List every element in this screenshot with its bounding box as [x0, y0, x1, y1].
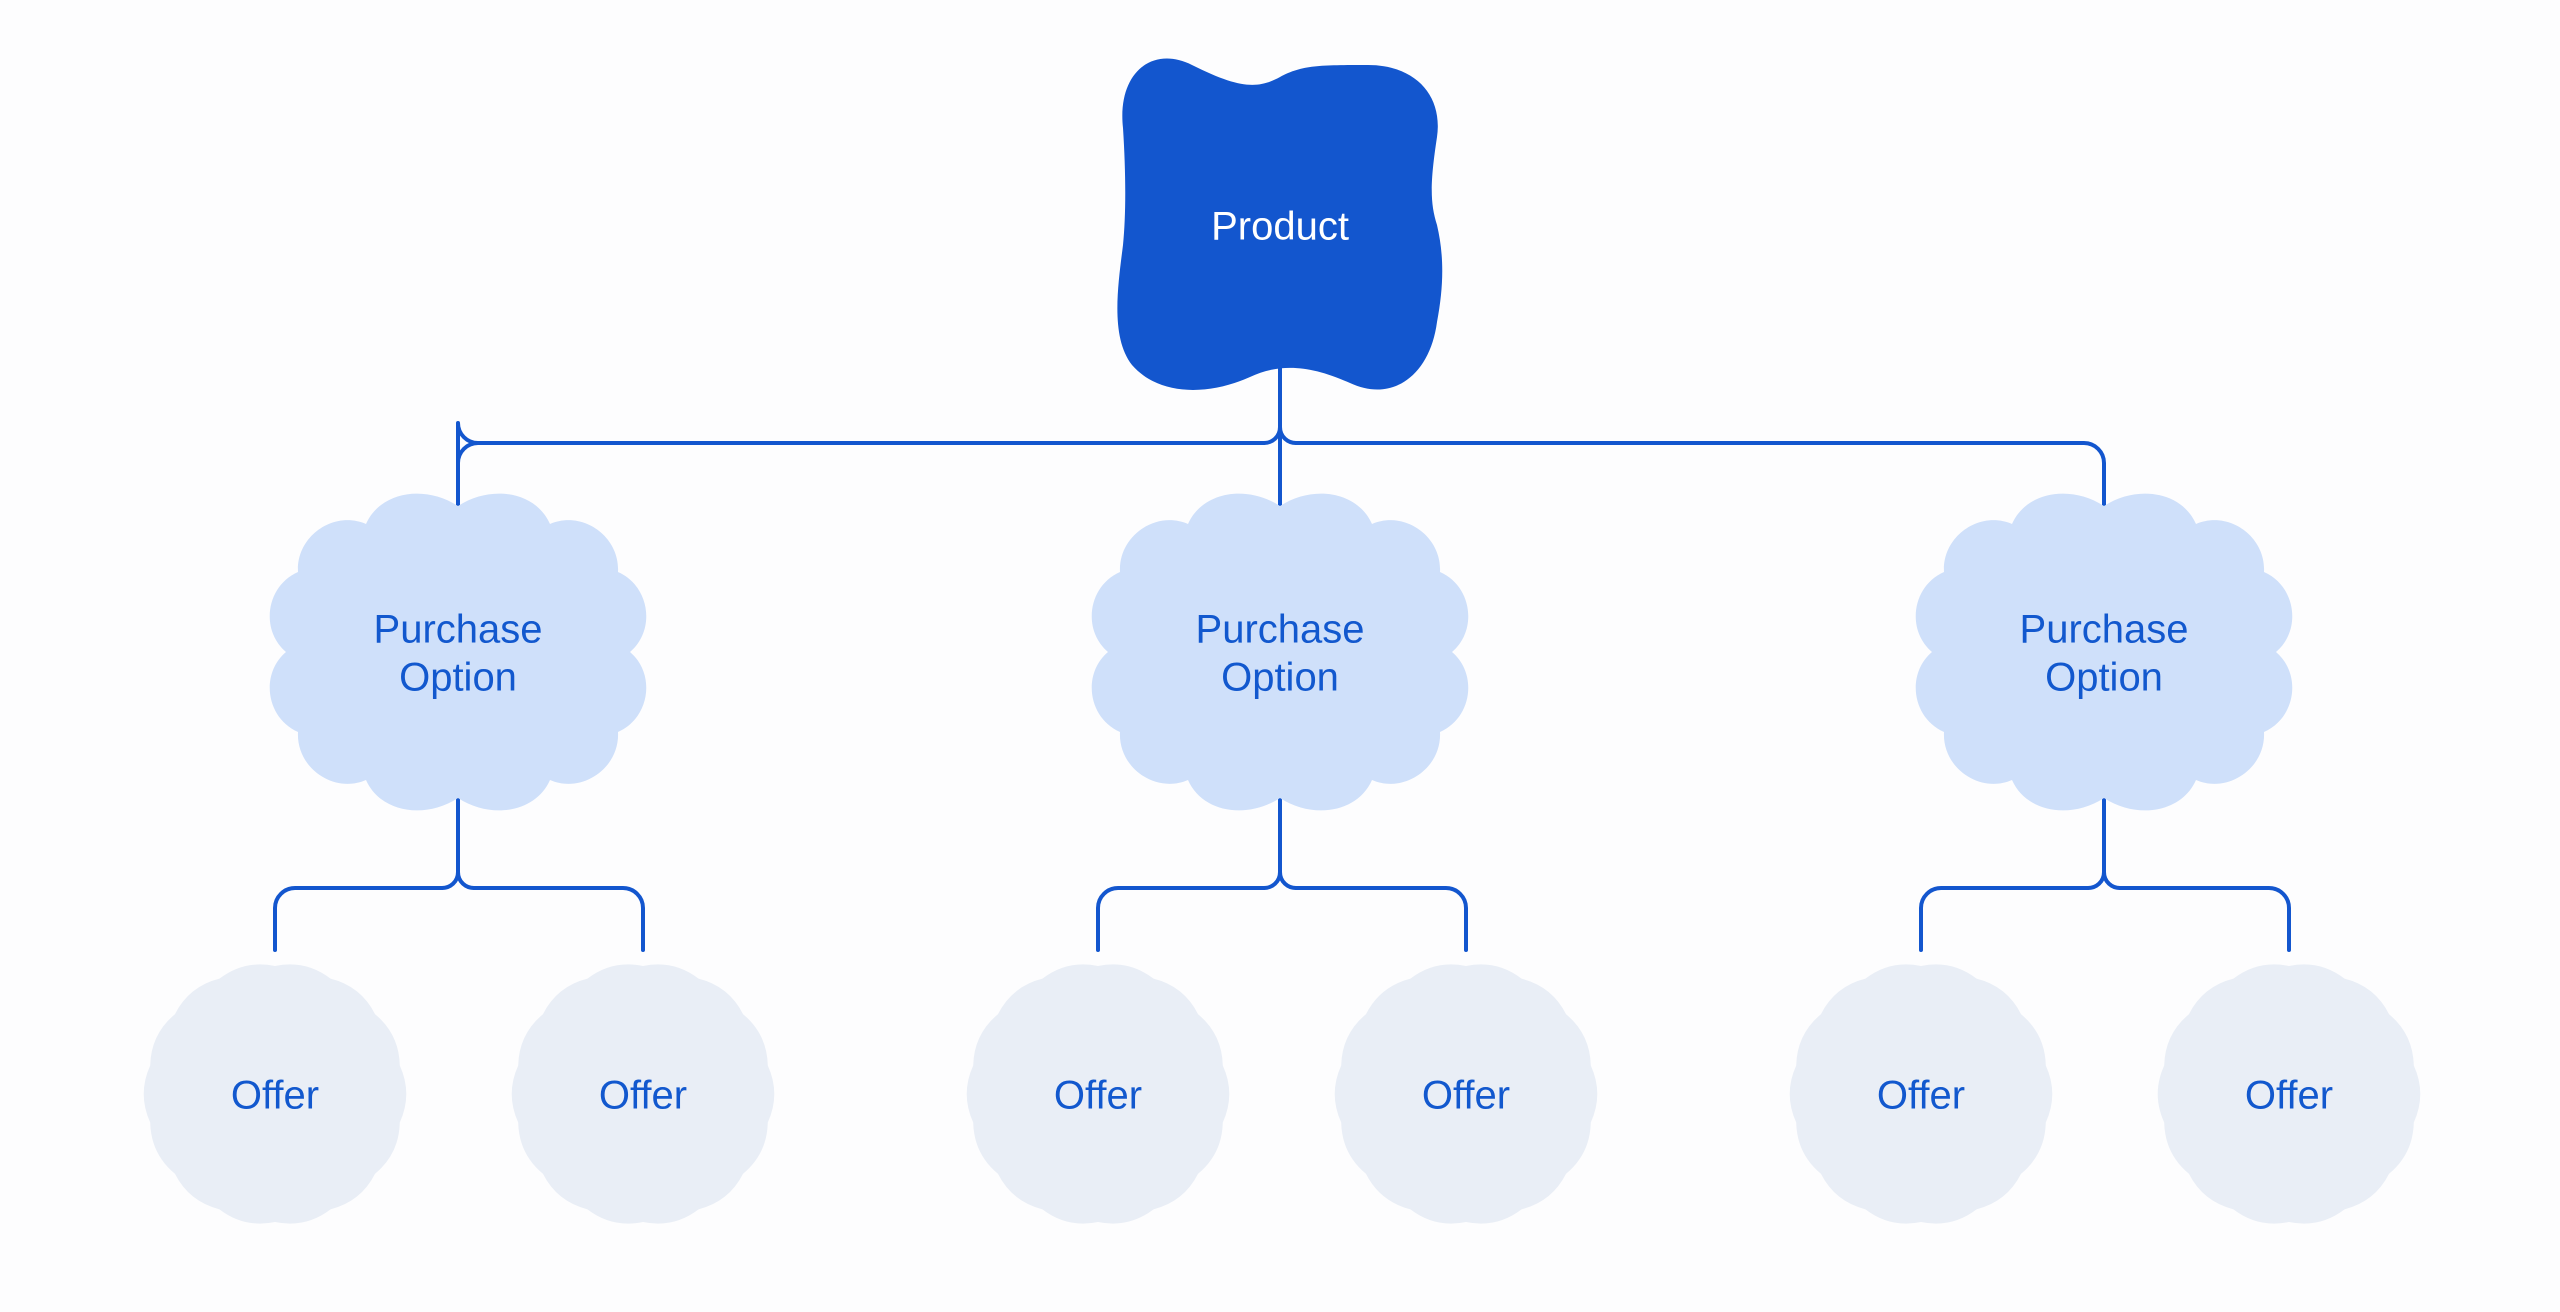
- edge-bus-right: [1278, 425, 1298, 445]
- node-offer-6[interactable]: Offer: [2157, 964, 2421, 1224]
- edge-po3-junction-right: [2102, 870, 2122, 890]
- node-purchase-option-1[interactable]: Purchase Option: [269, 493, 647, 811]
- connector-group-level1: [456, 338, 2106, 510]
- edge-po2-junction-right: [1278, 870, 1298, 890]
- edge-po2-offer3: [1096, 886, 1266, 952]
- offer-blob-shape: [966, 964, 1230, 1224]
- offer-label: Offer: [231, 1074, 319, 1118]
- offer-blob-shape: [1334, 964, 1598, 1224]
- edge-po1-junction-right: [456, 870, 476, 890]
- purchase-option-label-line1: Purchase: [374, 608, 543, 652]
- offer-blob-shape: [511, 964, 775, 1224]
- offer-node-layer: Offer Offer Offer Offer Offer Offer: [143, 964, 2421, 1224]
- purchase-option-blob-shape: [1915, 493, 2293, 811]
- node-purchase-option-2[interactable]: Purchase Option: [1091, 493, 1469, 811]
- offer-label: Offer: [1877, 1074, 1965, 1118]
- edge-po1-offer2: [472, 886, 645, 952]
- edge-bus-left: [1262, 425, 1282, 445]
- edge-po2-offer4: [1294, 886, 1468, 952]
- product-blob-shape: [1117, 58, 1443, 390]
- offer-blob-shape: [2157, 964, 2421, 1224]
- edge-bus-left-elbow: [456, 441, 1266, 510]
- purchase-option-blob-shape: [269, 493, 647, 811]
- edge-po3-offer5: [1919, 886, 2090, 952]
- purchase-option-label-line2: Option: [2045, 656, 2163, 700]
- purchase-option-label-line2: Option: [399, 656, 517, 700]
- edge-po2-junction-left: [1262, 870, 1282, 890]
- node-offer-1[interactable]: Offer: [143, 964, 407, 1224]
- purchase-option-label-line2: Option: [1221, 656, 1339, 700]
- connector-group-level2-b: [1096, 798, 1468, 952]
- offer-blob-shape: [1789, 964, 2053, 1224]
- node-offer-5[interactable]: Offer: [1789, 964, 2053, 1224]
- offer-label: Offer: [599, 1074, 687, 1118]
- edge-bus-right-elbow: [1294, 441, 2106, 510]
- node-purchase-option-3[interactable]: Purchase Option: [1915, 493, 2293, 811]
- connector-group-level2-c: [1919, 798, 2291, 952]
- connector-group-level2-a: [273, 798, 645, 952]
- node-offer-3[interactable]: Offer: [966, 964, 1230, 1224]
- product-label: Product: [1211, 205, 1349, 249]
- edge-po1-offer1: [273, 886, 444, 952]
- offer-label: Offer: [2245, 1074, 2333, 1118]
- offer-label: Offer: [1054, 1074, 1142, 1118]
- offer-blob-shape: [143, 964, 407, 1224]
- node-offer-4[interactable]: Offer: [1334, 964, 1598, 1224]
- offer-label: Offer: [1422, 1074, 1510, 1118]
- node-offer-2[interactable]: Offer: [511, 964, 775, 1224]
- edge-bus-left-run: [456, 421, 1264, 508]
- purchase-option-label-line1: Purchase: [1196, 608, 1365, 652]
- edge-po3-junction-left: [2086, 870, 2106, 890]
- edge-po1-junction-left: [440, 870, 460, 890]
- edge-po3-offer6: [2118, 886, 2291, 952]
- purchase-option-blob-shape: [1091, 493, 1469, 811]
- purchase-option-label-line1: Purchase: [2020, 608, 2189, 652]
- node-product[interactable]: Product: [1117, 58, 1443, 390]
